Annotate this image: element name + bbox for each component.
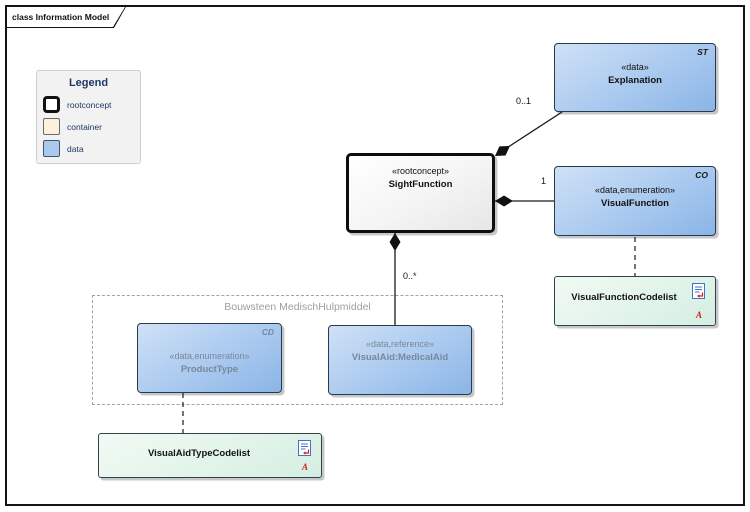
class-name: Explanation [608,75,662,86]
codelist-name: VisualFunctionCodelist [571,292,677,303]
diagram-title: class Information Model [7,7,125,27]
diagram-frame-tab: class Information Model [5,5,127,28]
diagram-frame [5,5,745,506]
legend-item-label: container [67,121,102,132]
class-name: SightFunction [388,179,453,190]
stereotype-label: «data,reference» [365,339,435,349]
stereotype-label: «data,enumeration» [169,351,250,361]
corner-letter: ST [697,47,708,57]
corner-letter: CO [695,170,708,180]
boundary-label: Bouwsteen MedischHulpmiddel [224,301,371,313]
stereotype-label: «rootconcept» [391,166,450,176]
class-visualfunction[interactable]: CO «data,enumeration» VisualFunction [554,166,716,236]
multiplicity-label: 1 [541,176,547,186]
legend-item-label: data [67,143,84,154]
legend-item-rootconcept: rootconcept [43,96,140,113]
container-swatch-icon [43,118,60,135]
status-badge: A [301,462,308,472]
multiplicity-label: 0..* [403,271,417,281]
class-name: VisualFunction [601,198,669,209]
document-artifact-icon [298,440,311,461]
codelist-visualfunction[interactable]: VisualFunctionCodelist A [554,276,716,326]
class-producttype[interactable]: CD «data,enumeration» ProductType [137,323,282,393]
class-visualaid-medicalaid[interactable]: «data,reference» VisualAid:MedicalAid [328,325,472,395]
multiplicity-label: 0..1 [516,96,532,106]
document-artifact-icon [692,283,705,304]
corner-letter: CD [261,327,274,337]
legend-item-data: data [43,140,140,157]
stereotype-label: «data» [621,62,649,72]
class-name: ProductType [180,364,239,375]
codelist-visualaidtype[interactable]: VisualAidTypeCodelist A [98,433,322,478]
legend-title: Legend [68,77,109,89]
class-sightfunction[interactable]: «rootconcept» SightFunction [346,153,495,233]
rootconcept-swatch-icon [43,96,60,113]
codelist-name: VisualAidTypeCodelist [147,448,251,459]
class-explanation[interactable]: ST «data» Explanation [554,43,716,112]
legend-item-container: container [43,118,140,135]
status-badge: A [695,310,702,320]
stereotype-label: «data,enumeration» [594,185,676,195]
legend-panel: Legend rootconcept container data [36,70,141,164]
boundary-bouwsteen-medischhulpmiddel: Bouwsteen MedischHulpmiddel [92,295,503,405]
data-swatch-icon [43,140,60,157]
class-name: VisualAid:MedicalAid [351,352,449,363]
legend-item-label: rootconcept [67,99,112,110]
